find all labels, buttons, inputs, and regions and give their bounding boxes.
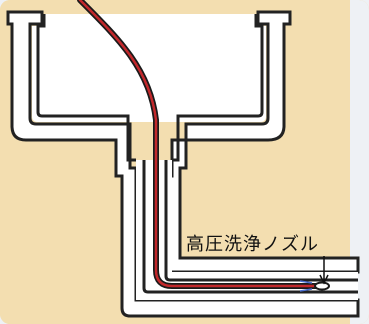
sink-bowl-interior	[32, 14, 266, 122]
right-edge-strip	[350, 0, 369, 324]
nozzle-label: 高圧洗浄ノズル	[186, 234, 319, 255]
nozzle	[314, 281, 330, 291]
sink-and-pipe-outer-wall	[6, 10, 360, 318]
sink-right-wall	[164, 10, 360, 274]
down-arrow-icon	[319, 256, 329, 285]
nozzle-spray	[299, 280, 313, 292]
hose	[78, 0, 320, 288]
sink-bowl-inner-outline	[36, 14, 264, 162]
pipe-inner-walls	[142, 160, 358, 294]
